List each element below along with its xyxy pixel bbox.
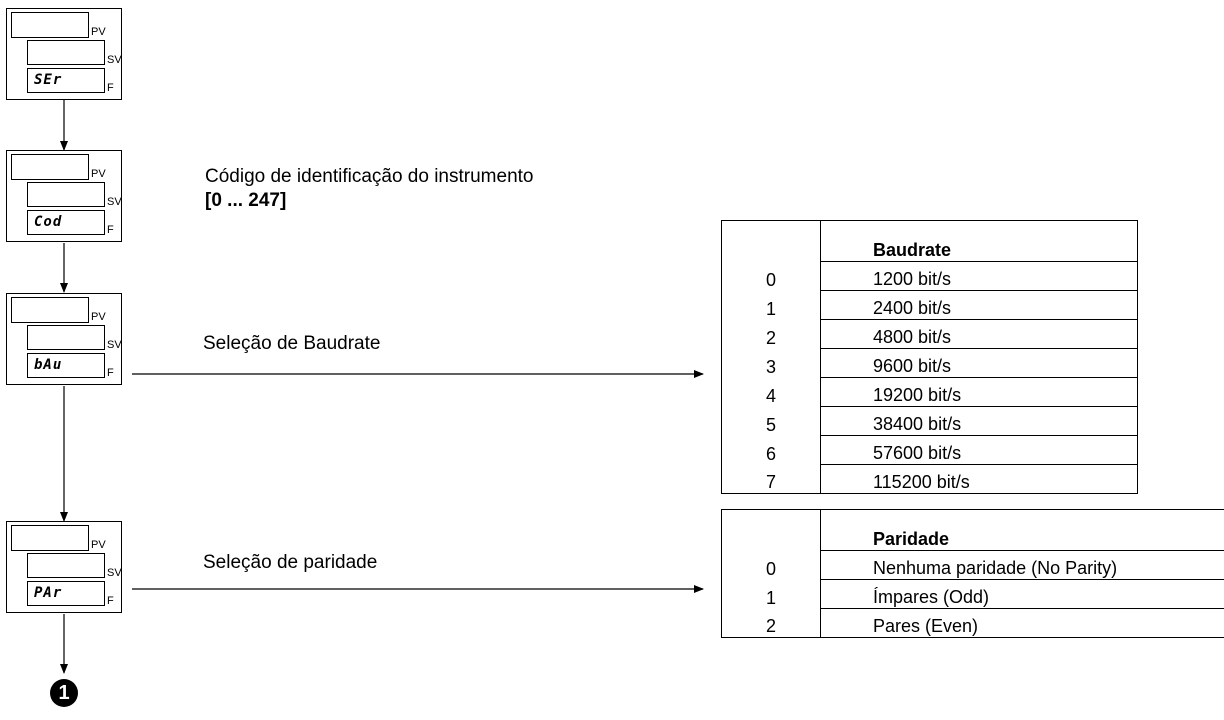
- table-row: 2 4800 bit/s: [721, 319, 1138, 349]
- f-display: Cod: [27, 210, 105, 235]
- option-value: Ímpares (Odd): [820, 579, 1224, 609]
- pv-label: PV: [91, 539, 106, 551]
- pv-display: [11, 154, 89, 180]
- baudrate-table: Baudrate 0 1200 bit/s 1 2400 bit/s 2 480…: [721, 220, 1138, 494]
- table-row: 3 9600 bit/s: [721, 348, 1138, 378]
- instrument-display-ser: PV SV SEr F: [6, 8, 122, 100]
- par-description: Seleção de paridade: [203, 552, 378, 573]
- pv-display: [11, 12, 89, 38]
- option-value: 2400 bit/s: [820, 290, 1138, 320]
- option-key: 7: [721, 464, 821, 494]
- paridade-table: Paridade 0 Nenhuma paridade (No Parity) …: [721, 509, 1224, 638]
- option-key: 3: [721, 348, 821, 378]
- table-row: 5 38400 bit/s: [721, 406, 1138, 436]
- option-value: 19200 bit/s: [820, 377, 1138, 407]
- sv-label: SV: [107, 339, 122, 351]
- sv-display: [27, 40, 105, 65]
- table-row: 4 19200 bit/s: [721, 377, 1138, 407]
- option-key: 5: [721, 406, 821, 436]
- pv-label: PV: [91, 26, 106, 38]
- option-value: 57600 bit/s: [820, 435, 1138, 465]
- option-value: 38400 bit/s: [820, 406, 1138, 436]
- sv-label: SV: [107, 567, 122, 579]
- pv-display: [11, 525, 89, 551]
- pv-label: PV: [91, 168, 106, 180]
- f-display: bAu: [27, 353, 105, 378]
- f-display: SEr: [27, 68, 105, 93]
- sv-display: [27, 325, 105, 350]
- cod-range: [0 ... 247]: [205, 190, 287, 211]
- pv-label: PV: [91, 311, 106, 323]
- cod-description: Código de identificação do instrumento: [205, 166, 534, 187]
- parameter-code: PAr: [34, 585, 63, 601]
- instrument-display-bau: PV SV bAu F: [6, 293, 122, 385]
- table-row: 6 57600 bit/s: [721, 435, 1138, 465]
- table-row: 1 Ímpares (Odd): [721, 579, 1224, 609]
- sv-display: [27, 553, 105, 578]
- sv-label: SV: [107, 196, 122, 208]
- option-value: 9600 bit/s: [820, 348, 1138, 378]
- option-key: 2: [721, 319, 821, 349]
- baudrate-key-header: [721, 220, 821, 262]
- pv-display: [11, 297, 89, 323]
- option-key: 4: [721, 377, 821, 407]
- parameter-code: Cod: [34, 214, 63, 230]
- table-row: 1 2400 bit/s: [721, 290, 1138, 320]
- paridade-key-header: [721, 509, 821, 551]
- option-key: 2: [721, 608, 821, 638]
- f-display: PAr: [27, 581, 105, 606]
- f-label: F: [107, 367, 114, 379]
- f-label: F: [107, 595, 114, 607]
- table-row: 7 115200 bit/s: [721, 464, 1138, 494]
- option-key: 0: [721, 550, 821, 580]
- parameter-code: SEr: [34, 72, 63, 88]
- table-row: 0 1200 bit/s: [721, 261, 1138, 291]
- instrument-display-par: PV SV PAr F: [6, 521, 122, 613]
- option-value: Nenhuma paridade (No Parity): [820, 550, 1224, 580]
- baudrate-header: Baudrate: [873, 240, 952, 260]
- option-key: 1: [721, 579, 821, 609]
- paridade-header: Paridade: [873, 529, 950, 549]
- option-value: 1200 bit/s: [820, 261, 1138, 291]
- sv-display: [27, 182, 105, 207]
- option-key: 1: [721, 290, 821, 320]
- instrument-display-cod: PV SV Cod F: [6, 150, 122, 242]
- sv-label: SV: [107, 54, 122, 66]
- f-label: F: [107, 82, 114, 94]
- option-key: 0: [721, 261, 821, 291]
- parameter-code: bAu: [34, 357, 63, 373]
- f-label: F: [107, 224, 114, 236]
- table-row: 0 Nenhuma paridade (No Parity): [721, 550, 1224, 580]
- option-value: 4800 bit/s: [820, 319, 1138, 349]
- option-value: 115200 bit/s: [820, 464, 1138, 494]
- bau-description: Seleção de Baudrate: [203, 333, 381, 354]
- table-row: 2 Pares (Even): [721, 608, 1224, 638]
- option-key: 6: [721, 435, 821, 465]
- option-value: Pares (Even): [820, 608, 1224, 638]
- continuation-marker: 1: [50, 679, 78, 707]
